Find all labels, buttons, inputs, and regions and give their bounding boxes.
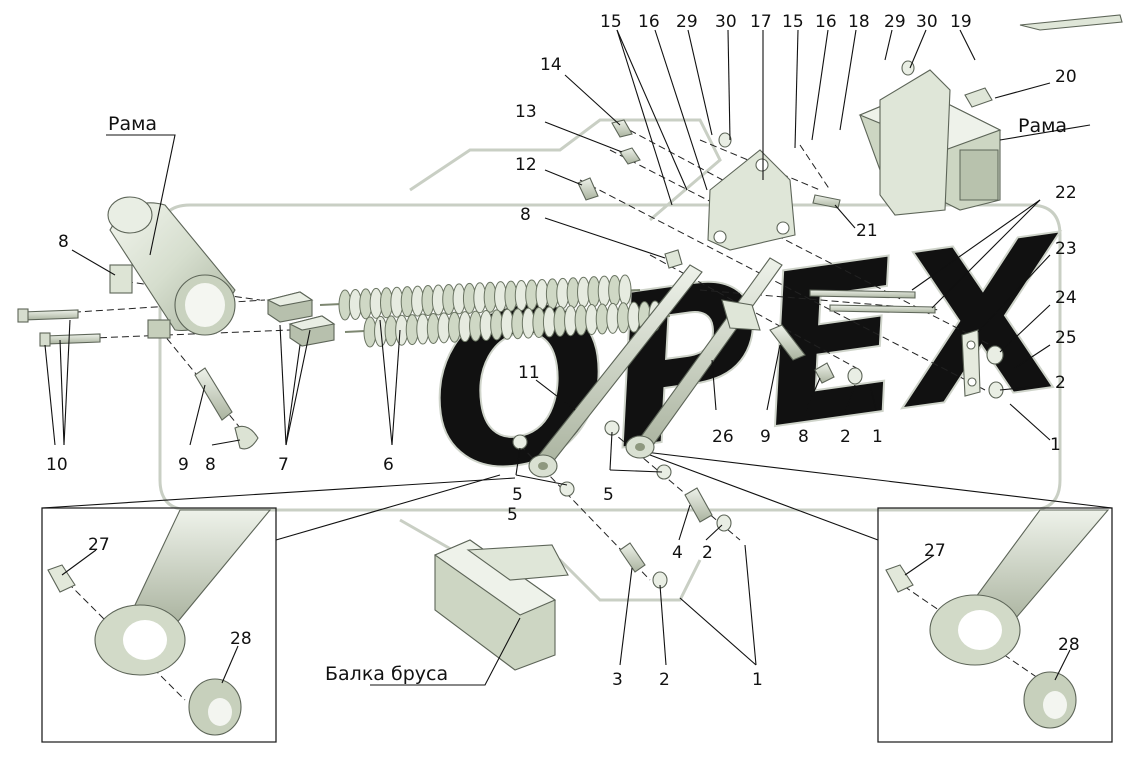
callout-20: 20 [1055, 67, 1077, 87]
spring-coil [618, 274, 632, 306]
callout-13: 13 [515, 102, 537, 122]
bolt-10-pair [17, 308, 101, 347]
callout-5-b: 5 [512, 485, 523, 505]
callout-27-right: 27 [924, 541, 946, 561]
detail-frame-right [877, 507, 1113, 743]
callout-28-right: 28 [1058, 635, 1080, 655]
plate-17 [707, 149, 796, 251]
plate-23 [961, 329, 981, 397]
label-frame-right: Рама [1018, 115, 1067, 137]
callout-15-b: 15 [782, 12, 804, 32]
callout-12: 12 [515, 155, 537, 175]
frame-tube-left [107, 196, 236, 339]
callout-9-left: 9 [178, 455, 189, 475]
callout-17: 17 [750, 12, 772, 32]
callout-5-a: 5 [507, 505, 518, 525]
callout-21: 21 [856, 221, 878, 241]
callout-2-mid: 2 [840, 427, 851, 447]
detail-rod-end-left [47, 509, 272, 736]
detail-rod-end-right [885, 509, 1110, 729]
callout-7: 7 [278, 455, 289, 475]
callout-11: 11 [518, 363, 540, 383]
callout-2-lower: 2 [702, 543, 713, 563]
callout-25: 25 [1055, 328, 1077, 348]
callout-23: 23 [1055, 239, 1077, 259]
callout-30-a: 30 [715, 12, 737, 32]
callout-8-right: 8 [798, 427, 809, 447]
callout-16-a: 16 [638, 12, 660, 32]
frame-bracket-right [858, 69, 1002, 216]
pin-9-left [194, 367, 259, 450]
callout-8-left: 8 [58, 232, 69, 252]
callout-29-a: 29 [676, 12, 698, 32]
link-rod-26 [625, 257, 783, 459]
callout-8-top: 8 [520, 205, 531, 225]
springs-6 [319, 274, 671, 348]
callout-16-b: 16 [815, 12, 837, 32]
callout-2-right: 2 [1055, 373, 1066, 393]
callout-14: 14 [540, 55, 562, 75]
callout-30-b: 30 [916, 12, 938, 32]
callout-9-right: 9 [760, 427, 771, 447]
callout-1-mid: 1 [872, 427, 883, 447]
callout-22: 22 [1055, 183, 1077, 203]
callout-19: 19 [950, 12, 972, 32]
label-frame-left: Рама [108, 113, 157, 135]
callout-10: 10 [46, 455, 68, 475]
callout-15-a: 15 [600, 12, 622, 32]
callout-1-bottom: 1 [752, 670, 763, 690]
callout-18: 18 [848, 12, 870, 32]
long-bolts-22 [809, 289, 936, 314]
callout-labels: Рама Рама Балка бруса 8 10 9 8 7 6 11 26… [46, 12, 1080, 690]
detail-frame-left [41, 507, 277, 743]
leader-lines [44, 29, 1091, 686]
label-beam: Балка бруса [325, 663, 448, 685]
callout-27-left: 27 [88, 535, 110, 555]
beam-bracket [433, 539, 569, 671]
callout-8-lower: 8 [205, 455, 216, 475]
spring-blocks-7 [266, 291, 336, 347]
callout-5-c: 5 [603, 485, 614, 505]
callout-6: 6 [383, 455, 394, 475]
callout-24: 24 [1055, 288, 1077, 308]
callout-4: 4 [672, 543, 683, 563]
callout-3: 3 [612, 670, 623, 690]
callout-28-left: 28 [230, 629, 252, 649]
callout-29-b: 29 [884, 12, 906, 32]
callout-26: 26 [712, 427, 734, 447]
callout-1-right: 1 [1050, 435, 1061, 455]
link-rod-11 [528, 264, 703, 478]
callout-2-bottom: 2 [659, 670, 670, 690]
